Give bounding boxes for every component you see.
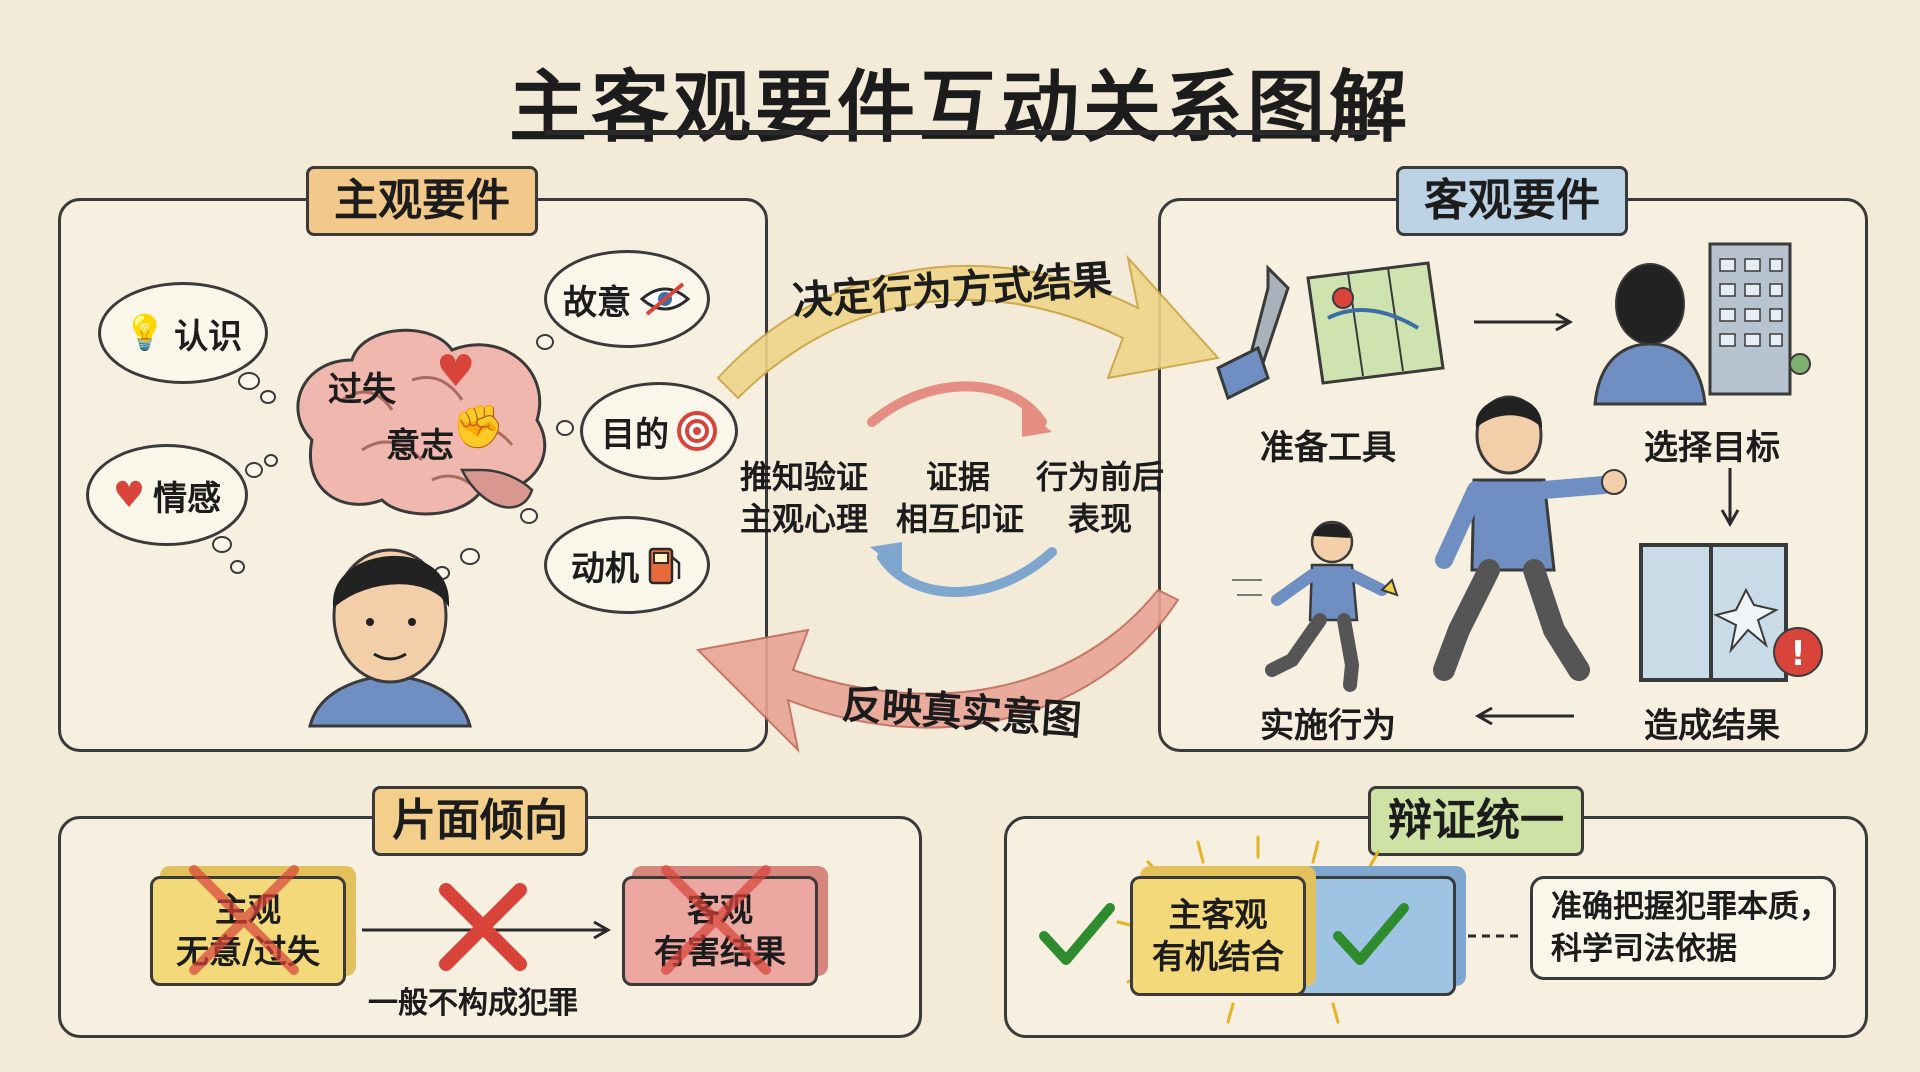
conclusion-note: 准确把握犯罪本质， 科学司法依据 (1530, 876, 1836, 980)
brain-illustration (296, 328, 547, 516)
target-icon (677, 411, 717, 451)
cross-icon (661, 865, 771, 975)
bubble-dot (245, 462, 263, 478)
step-prepare-tools: 准备工具 (1260, 428, 1396, 468)
bubble-dot (520, 508, 538, 524)
inner-cycle-arrows (867, 381, 1057, 597)
bubble-dot (212, 536, 232, 553)
bubble-dot (230, 560, 245, 574)
fist-icon: ✊ (452, 402, 505, 451)
bubble-purpose: 目的 (580, 382, 738, 480)
puzzle-yellow-piece: 主客观 有机结合 (1130, 876, 1306, 996)
bubble-emotion: ♥ 情感 (86, 444, 248, 546)
arrow-left-icon (1474, 706, 1574, 726)
one-sided-tag: 片面倾向 (372, 786, 588, 856)
brain-label-will: 意志 (386, 426, 454, 466)
bubble-cognition-label: 认识 (174, 316, 243, 357)
one-sided-caption: 一般不构成犯罪 (368, 986, 578, 1021)
bubble-cognition: 💡 认识 (98, 282, 268, 384)
subjective-tag: 主观要件 (306, 166, 538, 236)
arrow-right-icon (1474, 312, 1574, 332)
lightbulb-icon: 💡 (123, 313, 167, 353)
step-implement-act: 实施行为 (1260, 706, 1396, 746)
center-mid-line2: 相互印证 (896, 500, 1025, 538)
check-icon (1333, 903, 1409, 965)
subjective-innocent-box: 主观 无意/过失 (150, 876, 346, 986)
thinking-person-illustration (308, 548, 472, 728)
center-left-line1: 推知验证 (740, 458, 869, 496)
brain-label-negligence: 过失 (328, 370, 396, 410)
walking-person-icon (1433, 395, 1627, 681)
person-and-building-icon (1593, 242, 1811, 406)
heart-icon: ♥ (436, 346, 476, 397)
puzzle-text-line1: 主客观 (1168, 895, 1268, 934)
heart-icon: ♥ (112, 474, 146, 516)
crossed-eye-icon (639, 282, 691, 316)
bubble-purpose-label: 目的 (601, 414, 669, 455)
step-cause-result: 造成结果 (1644, 706, 1780, 746)
step-select-target: 选择目标 (1644, 428, 1780, 468)
center-mid-line1: 证据 (926, 458, 991, 496)
center-right-line2: 表现 (1068, 500, 1133, 538)
bubble-intent: 故意 (544, 250, 710, 348)
big-cross-icon (439, 883, 527, 971)
center-right-line1: 行为前后 (1036, 458, 1165, 496)
svg-text:!: ! (1790, 634, 1806, 674)
page-title: 主客观要件互动关系图解 (508, 63, 1411, 153)
broken-window-icon: ! (1639, 543, 1823, 682)
conclusion-line2: 科学司法依据 (1551, 931, 1737, 967)
bubble-dot (536, 334, 554, 350)
objective-tag: 客观要件 (1396, 166, 1628, 236)
bubble-intent-label: 故意 (563, 282, 631, 323)
bubble-motive: 动机 (544, 516, 710, 614)
bubble-dot (460, 548, 480, 565)
tool-and-map-icon (1216, 261, 1445, 401)
center-left-line2: 主观心理 (740, 500, 869, 538)
check-icon (1039, 903, 1115, 965)
bubble-dot (238, 372, 260, 390)
dashed-connector (1468, 934, 1523, 938)
puzzle-text-line2: 有机结合 (1152, 937, 1284, 976)
fuel-pump-icon (648, 547, 681, 585)
unity-tag: 辩证统一 (1368, 786, 1584, 856)
conclusion-line1: 准确把握犯罪本质， (1551, 889, 1830, 925)
cross-icon (189, 865, 299, 975)
bubble-dot (556, 420, 574, 436)
running-person-icon (1232, 520, 1399, 692)
title-underline (545, 130, 1380, 135)
bubble-motive-label: 动机 (571, 548, 639, 589)
top-curved-arrow (716, 254, 1220, 400)
puzzle-blue-piece (1290, 876, 1456, 996)
arrow-down-icon (1720, 468, 1740, 528)
bubble-dot (260, 390, 276, 404)
bubble-dot (264, 454, 278, 467)
bottom-curved-arrow (695, 588, 1180, 754)
bubble-emotion-label: 情感 (153, 478, 222, 519)
